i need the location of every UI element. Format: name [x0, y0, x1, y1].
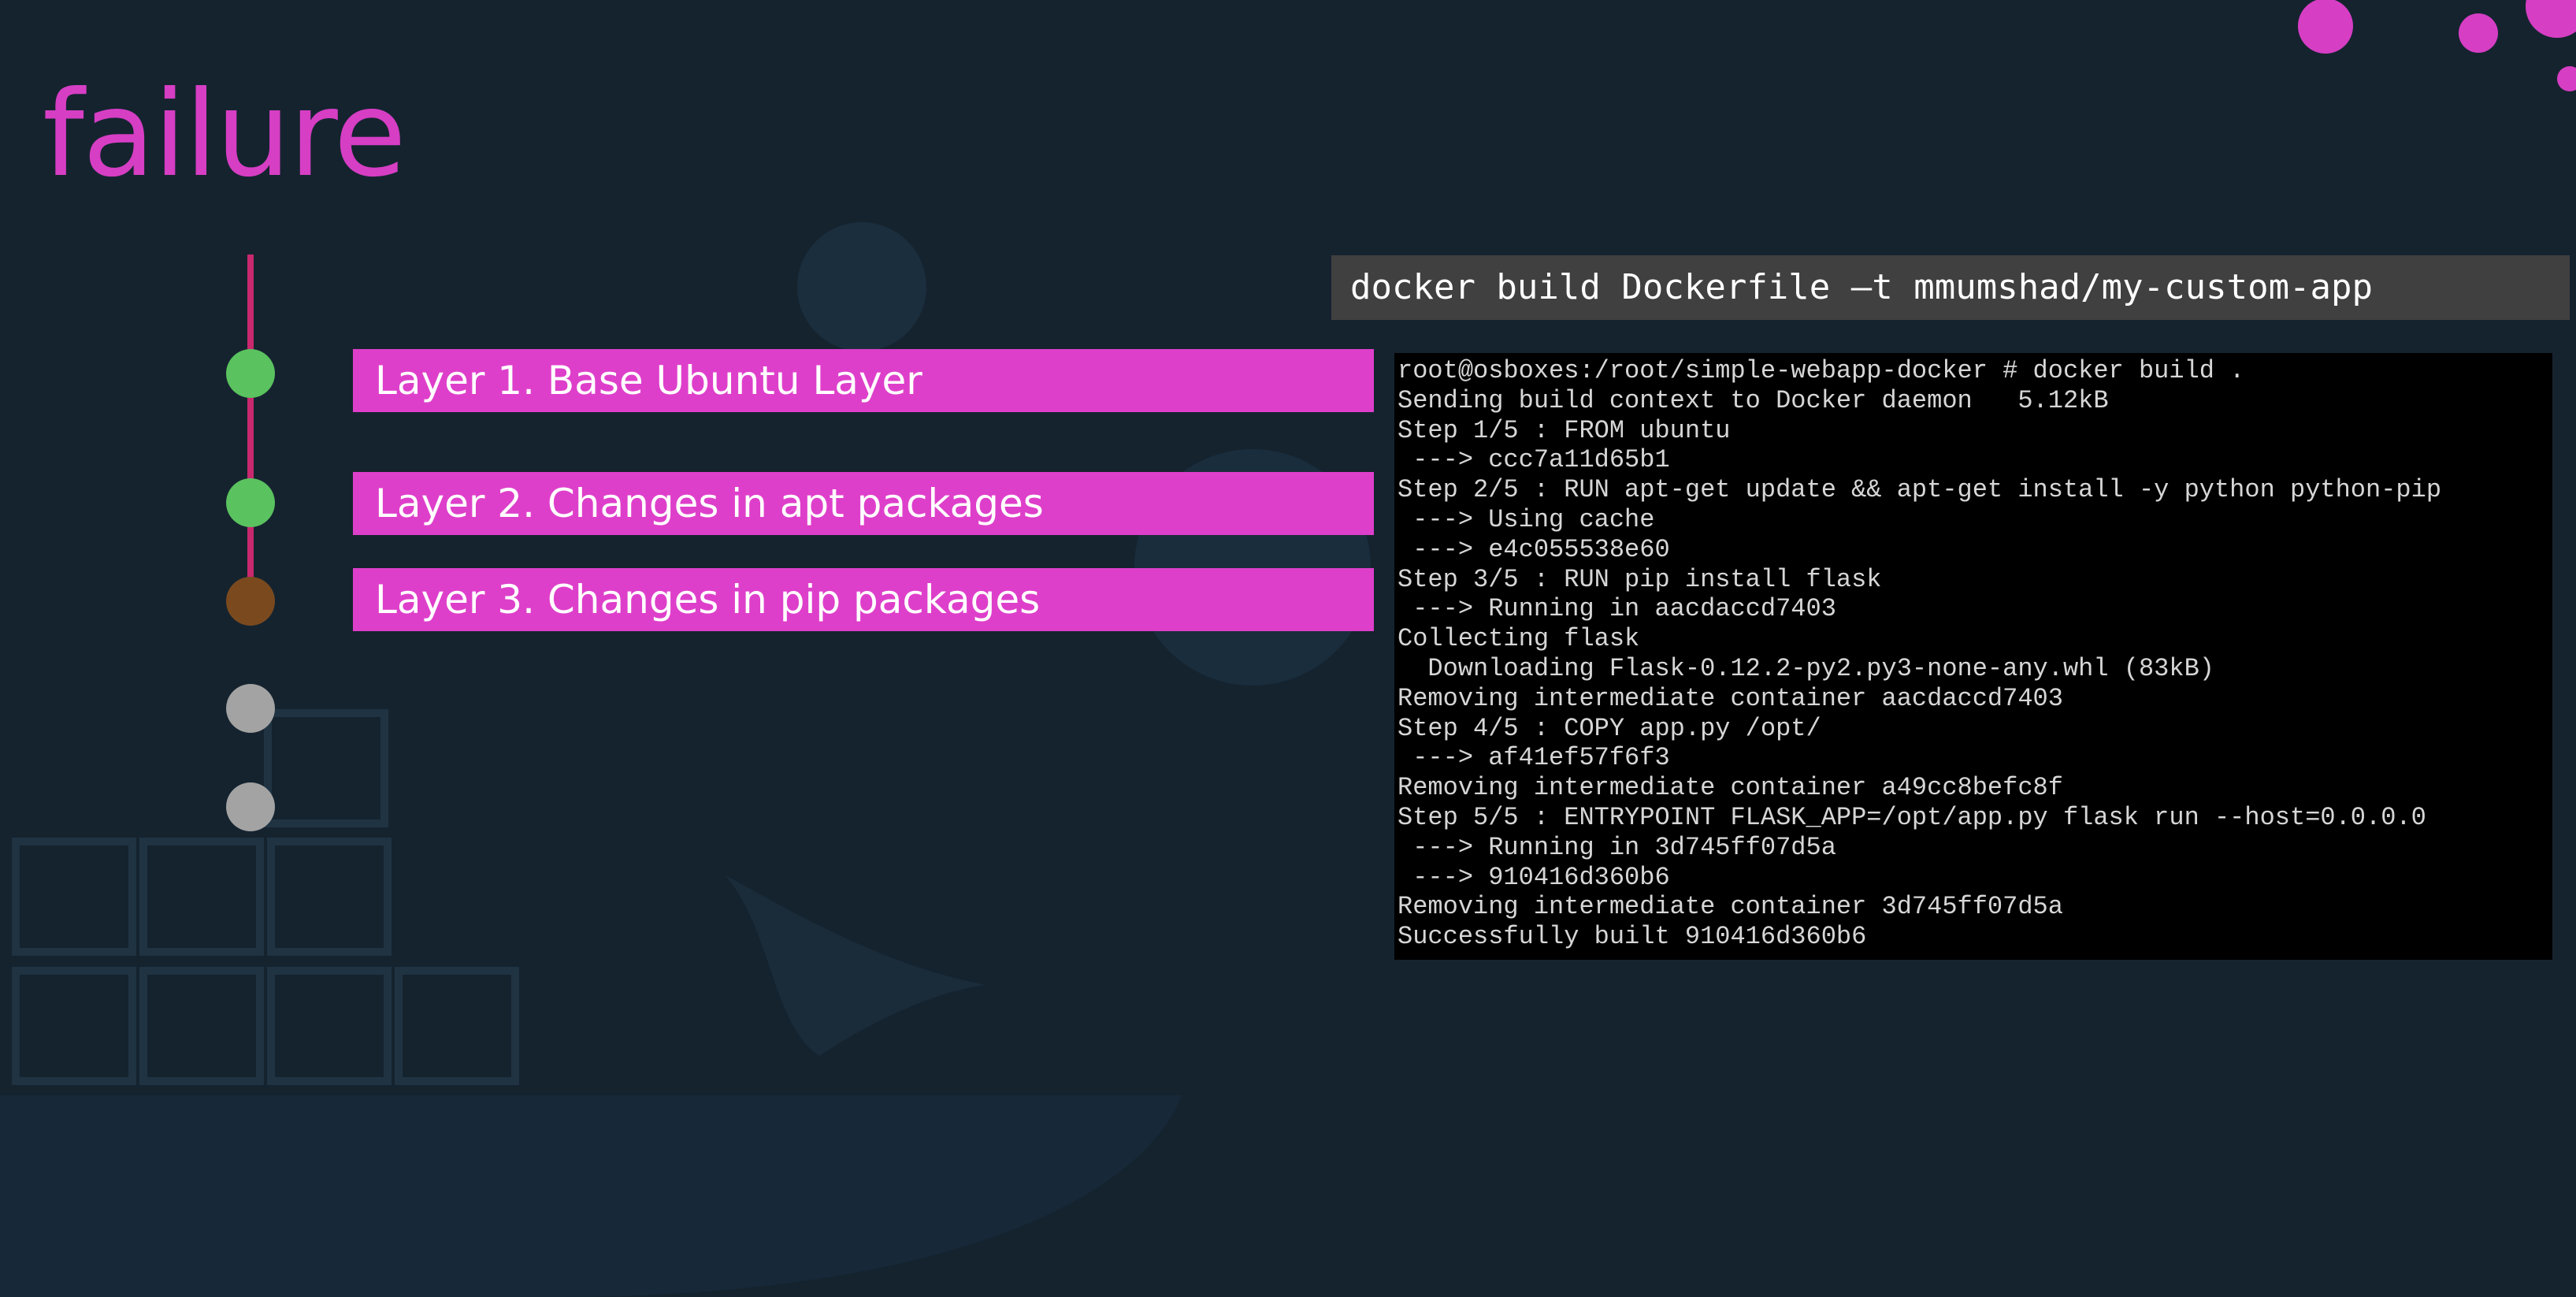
layer-4-status-dot — [226, 684, 275, 733]
terminal-line: ---> af41ef57f6f3 — [1397, 743, 1670, 773]
terminal-line: Removing intermediate container aacdaccd… — [1397, 683, 2063, 713]
terminal-line: Step 5/5 : ENTRYPOINT FLASK_APP=/opt/app… — [1397, 802, 2426, 832]
layer-3-status-dot — [226, 577, 275, 626]
terminal-line: Removing intermediate container a49cc8be… — [1397, 773, 2063, 803]
layer-5-status-dot — [226, 782, 275, 831]
terminal-line: ---> Running in 3d745ff07d5a — [1397, 832, 1836, 862]
terminal-line: Step 1/5 : FROM ubuntu — [1397, 415, 1731, 445]
terminal-line: root@osboxes:/root/simple-webapp-docker … — [1397, 356, 2245, 385]
terminal-line: ---> e4c055538e60 — [1397, 534, 1670, 564]
terminal-output: root@osboxes:/root/simple-webapp-docker … — [1394, 353, 2552, 960]
terminal-line: ---> ccc7a11d65b1 — [1397, 445, 1670, 475]
terminal-line: ---> 910416d360b6 — [1397, 862, 1670, 892]
terminal-line: Step 4/5 : COPY app.py /opt/ — [1397, 713, 1821, 743]
terminal-line: Successfully built 910416d360b6 — [1397, 922, 1867, 952]
terminal-line: Step 2/5 : RUN apt-get update && apt-get… — [1397, 475, 2442, 505]
terminal-line: Removing intermediate container 3d745ff0… — [1397, 892, 2063, 922]
slide-title: failure — [43, 66, 406, 203]
layer-2-bar: Layer 2. Changes in apt packages — [353, 472, 1374, 535]
layer-3-bar: Layer 3. Changes in pip packages — [353, 568, 1374, 631]
terminal-line: Step 3/5 : RUN pip install flask — [1397, 564, 1882, 594]
timeline-line — [247, 255, 254, 607]
terminal-line: ---> Running in aacdaccd7403 — [1397, 594, 1836, 624]
layer-1-status-dot — [226, 349, 275, 398]
docker-build-command: docker build Dockerfile –t mmumshad/my-c… — [1331, 255, 2570, 320]
terminal-line: Collecting flask — [1397, 624, 1640, 654]
layer-1-bar: Layer 1. Base Ubuntu Layer — [353, 349, 1374, 412]
terminal-line: Sending build context to Docker daemon 5… — [1397, 385, 2109, 415]
layer-2-status-dot — [226, 478, 275, 527]
terminal-line: Downloading Flask-0.12.2-py2.py3-none-an… — [1397, 653, 2214, 683]
terminal-line: ---> Using cache — [1397, 504, 1655, 534]
